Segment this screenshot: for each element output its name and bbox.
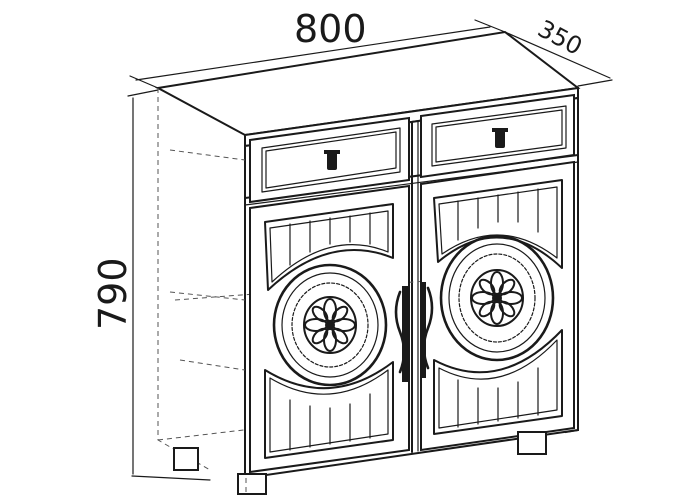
door-handle-left-icon[interactable]	[394, 286, 408, 382]
drawer-right[interactable]	[420, 93, 575, 179]
door-left[interactable]	[249, 184, 410, 474]
leg-front-left	[237, 473, 267, 495]
cabinet-legs	[173, 431, 547, 495]
depth-dimension-label: 350	[533, 15, 587, 61]
drawer-handle-right-icon[interactable]	[492, 128, 508, 148]
width-dimension-label: 800	[294, 7, 367, 51]
medallion-left-icon	[272, 263, 388, 387]
dimension-lines	[127, 19, 613, 481]
drawer-left[interactable]	[249, 116, 410, 204]
drawer-handle-left-icon[interactable]	[324, 150, 340, 170]
door-handle-right-icon[interactable]	[420, 282, 434, 378]
height-dimension-label: 790	[91, 257, 135, 330]
medallion-right-icon	[439, 234, 555, 362]
leg-front-right	[517, 431, 547, 455]
door-right[interactable]	[420, 160, 575, 452]
leg-back-left	[173, 447, 199, 471]
